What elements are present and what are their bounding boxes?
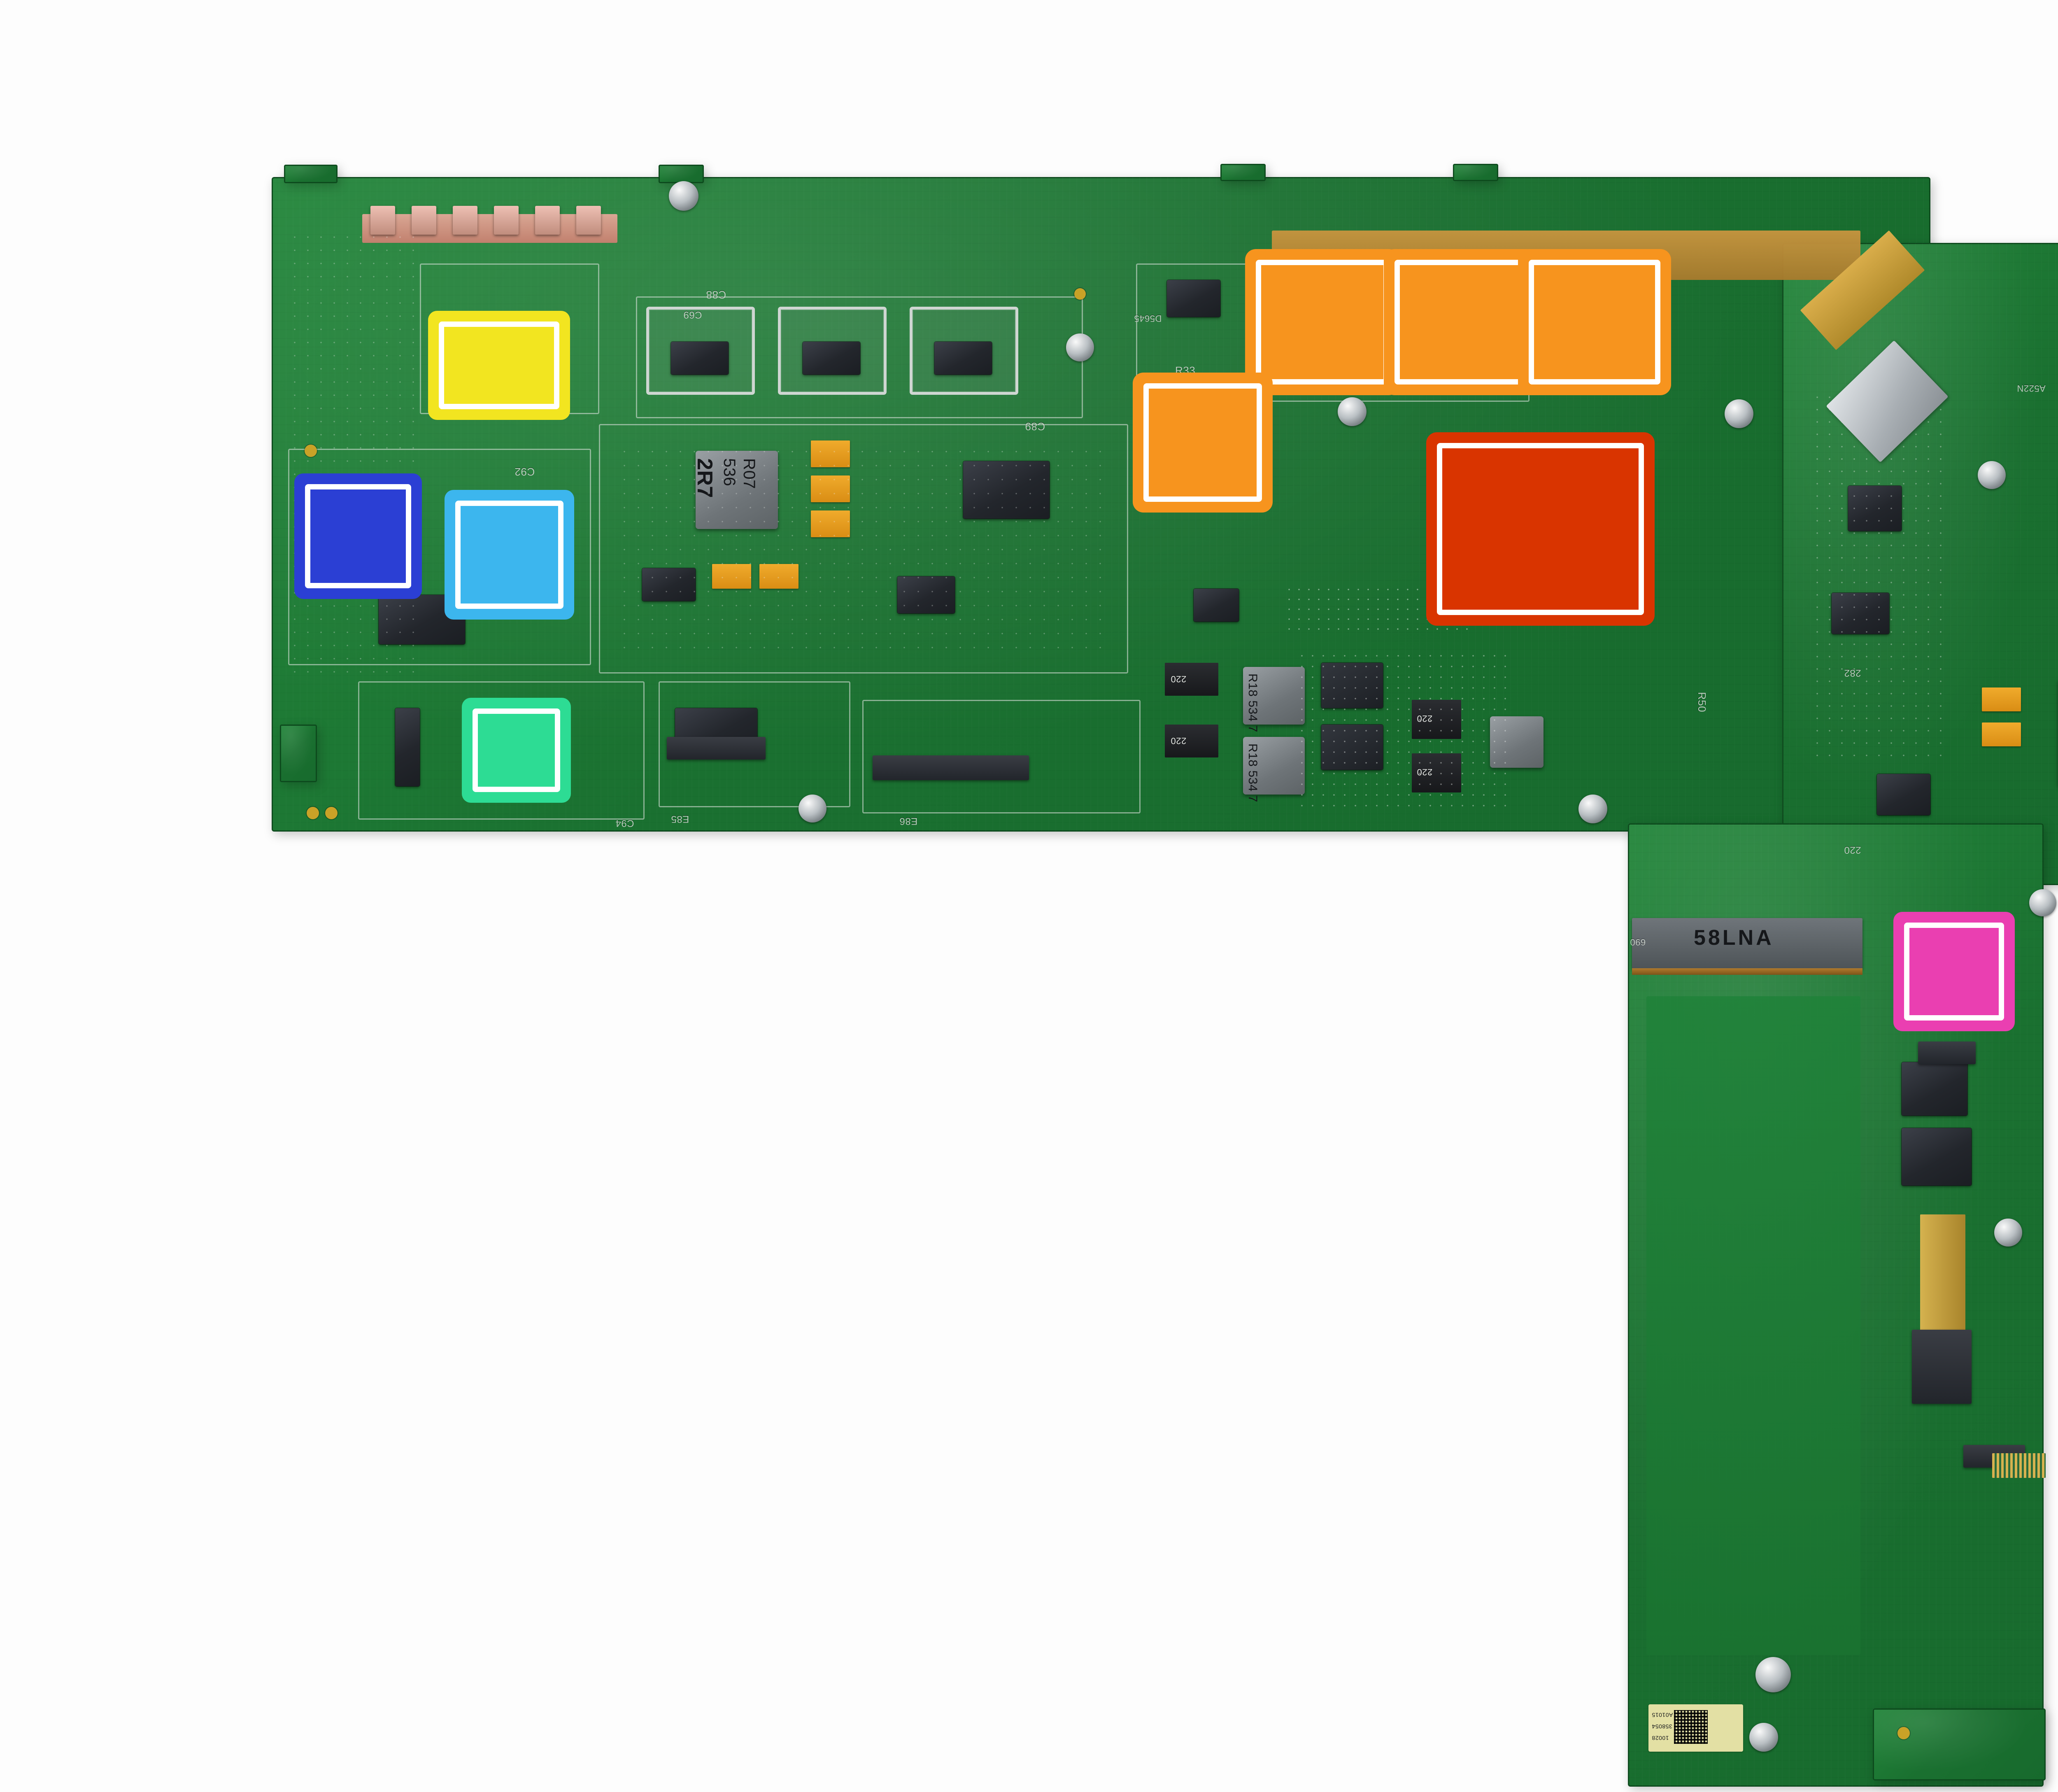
screw-leg-c [1749,1723,1778,1752]
screw-mid-b [1338,397,1367,426]
chip-misc-k [395,708,420,786]
silk-frame-codec [288,449,591,665]
flex-finger-1 [370,206,395,235]
inductor-r18-b: R18 534 7 [1243,737,1305,802]
mosfet-a [1321,663,1383,708]
silk-frame-power [599,424,1128,673]
connector-bb-2[interactable] [873,755,1029,780]
silk-frame-sensor [358,681,645,820]
pcb-tab-mid [659,165,704,183]
cap-220-c: 220 [1412,700,1461,739]
connector-m2-ssd[interactable]: 58LNA [1632,918,1862,969]
highlight-memory-2 [1384,249,1537,395]
pcb-tab-right-b [1453,164,1498,181]
silk-frame-aux [659,681,850,807]
connector-bb-1[interactable] [1918,1042,1976,1064]
pcb-tab-bottom [1873,1708,2046,1780]
inductor-r18-a: R18 534 7 [1243,667,1305,732]
connector-bb-3[interactable] [667,737,766,760]
highlight-cpu-die [1426,432,1655,626]
tantalum-cap-3 [811,510,850,537]
chip-misc-l [1902,1062,1967,1116]
chip-misc-f [1848,486,1902,531]
highlight-audio-codec [294,473,422,599]
screw-right-a [1978,461,2006,489]
tantalum-cap-5 [759,564,799,589]
screw-leg-d [1578,795,1607,823]
highlight-memory-1 [1245,249,1399,395]
screw-mid-a [1066,333,1094,361]
cap-220-b: 220 [1165,725,1218,757]
highlight-storage-bridge [428,311,570,420]
passive-field-d [617,445,1111,659]
screw-bottom-a [799,795,826,823]
via-e [1897,1727,1910,1739]
tantalum-cap-6 [1982,687,2021,711]
screw-leg-a [1994,1219,2022,1247]
flex-finger-2 [412,206,436,235]
cap-220-a: 220 [1165,663,1218,696]
tantalum-cap-1 [811,440,850,467]
chip-misc-h [1877,774,1930,815]
tantalum-cap-4 [712,564,751,589]
via-c [325,807,338,819]
chip-misc-c [963,461,1050,519]
tantalum-cap-7 [1982,722,2021,746]
highlight-memory-3 [1518,249,1671,395]
passive-field-e [288,231,424,683]
passive-field-a [1297,650,1511,815]
chip-misc-g [1832,593,1889,634]
inductor-2r7: 2R7 536 R07 [693,451,778,529]
connector-gold-fingers [1992,1453,2046,1478]
connector-display-zif-body[interactable] [1912,1330,1972,1404]
via-d [1074,288,1086,300]
flex-finger-5 [535,206,560,235]
highlight-card-reader [1893,912,2015,1031]
chip-misc-e [897,576,955,613]
connector-m2-contacts [1632,968,1862,975]
mosfet-b [1321,725,1383,770]
flex-finger-6 [576,206,601,235]
cap-220-d: 220 [1412,753,1461,792]
via-b [307,807,319,819]
screw-leg-b [1755,1657,1791,1692]
screw-top-mid [669,181,698,211]
screw-mid-c [1725,399,1753,428]
pcb-tab-bottom-left [280,725,317,782]
highlight-embedded-controller [445,490,574,620]
ground-plane-leg [1646,996,1860,1655]
chip-misc-d [642,568,696,601]
rf-chip-1 [671,342,729,375]
flex-comb-top [362,214,617,243]
serial-sticker: A01015 358054 10028 [1648,1704,1743,1752]
chip-pmic-small [1167,280,1220,317]
via-a [305,445,317,457]
inductor-aux [1490,716,1544,768]
silk-frame-connector [862,700,1141,813]
highlight-memory-4 [1133,373,1273,513]
rf-chip-2 [803,342,860,375]
flex-finger-3 [453,206,477,235]
flex-finger-4 [494,206,519,235]
chip-misc-b [1194,589,1239,622]
rf-chip-3 [934,342,992,375]
chip-misc-m [1902,1128,1972,1186]
highlight-sensor-hub [462,698,571,803]
pcb-tab-right-a [1220,164,1266,181]
tantalum-cap-2 [811,475,850,502]
pcb-tab-left [284,165,338,183]
screw-right-b [2029,889,2056,916]
